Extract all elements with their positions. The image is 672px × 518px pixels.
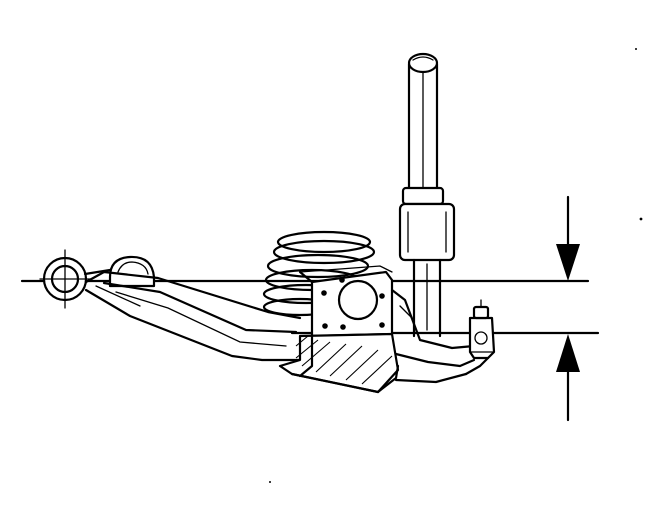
bushing-icon	[39, 249, 156, 309]
arrow-up-icon	[556, 334, 580, 372]
scan-speck	[639, 217, 643, 221]
trailing-arm	[83, 268, 302, 362]
scan-speck	[269, 481, 271, 483]
axle-bracket	[278, 265, 400, 394]
scan-speck	[635, 48, 637, 50]
rear-arm-extension	[390, 288, 496, 384]
arrow-down-icon	[556, 244, 580, 281]
shock-absorber-icon	[398, 52, 456, 338]
dimension-marker	[556, 195, 580, 422]
